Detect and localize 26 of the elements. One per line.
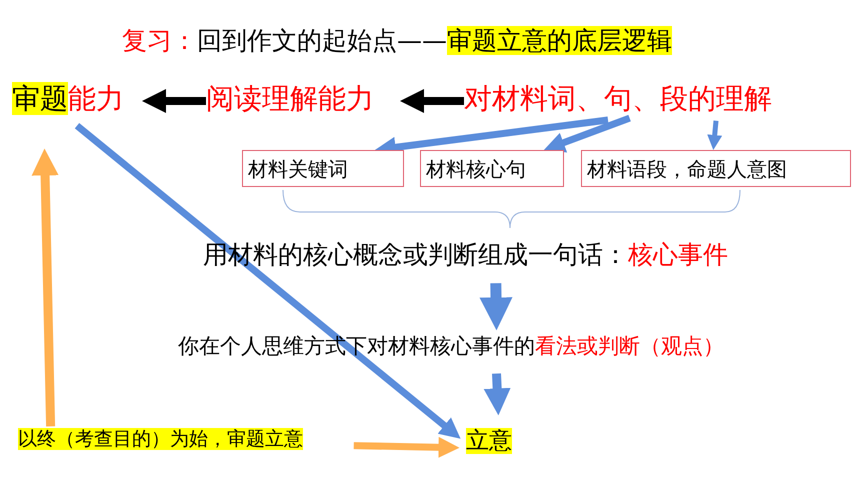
title-text: 复习： [122,26,197,55]
node-text: 材料语段，命题人意图 [587,156,787,180]
node-text: 能力 [68,82,124,115]
node-text: 核心事件 [628,240,728,269]
arrow [400,89,464,113]
node-text: 材料核心句 [426,156,526,180]
highlighted-text: 审题 [12,82,68,115]
arrow [707,120,722,150]
node-text: 看法或判断（观点） [535,334,724,358]
arrow [142,89,206,113]
arrow [74,122,461,439]
text-box [420,150,564,187]
title-text: 回到作文的起始点—— [197,26,447,55]
node-text: 对材料词、句、段的理解 [464,82,772,115]
highlighted-title-text: 审题立意的底层逻辑 [447,26,672,55]
arrow [484,373,511,416]
highlighted-text: 立意 [466,428,512,454]
node-text: 阅读理解能力 [206,82,374,115]
arrow [32,148,59,426]
text-box [581,150,851,187]
highlighted-text: 以终（考查目的）为始，审题立意 [18,428,303,450]
arrow [354,436,460,458]
arrow [544,114,631,153]
node-text: 材料关键词 [248,156,348,180]
text-box [242,150,404,187]
arrow [480,283,512,330]
